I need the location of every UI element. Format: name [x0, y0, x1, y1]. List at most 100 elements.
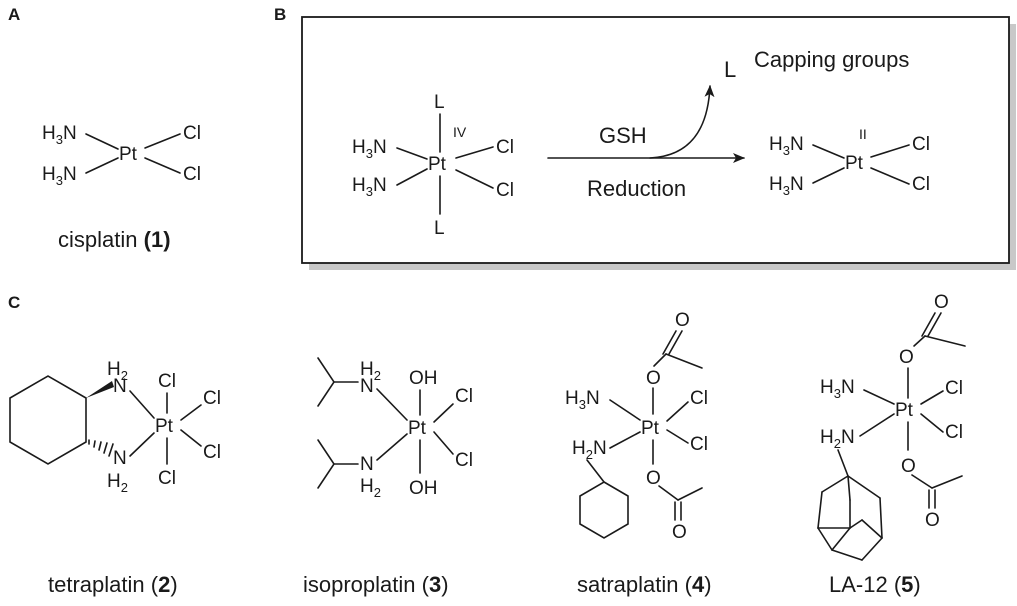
- bond: [837, 449, 849, 477]
- chloride-ligand: Cl: [455, 386, 473, 407]
- double-bond: [921, 312, 936, 337]
- bond: [931, 475, 963, 489]
- bond: [144, 133, 181, 149]
- carbonyl-oxygen: O: [672, 522, 687, 543]
- chloride-ligand: Cl: [496, 137, 514, 158]
- amine-hydrogens: H2: [360, 359, 381, 383]
- bond: [433, 431, 454, 455]
- ammine-ligand: H3N: [769, 174, 804, 198]
- bond: [455, 169, 494, 189]
- ammine-ligand: H3N: [565, 388, 600, 412]
- amine-nitrogen: N: [360, 376, 374, 397]
- amine-nitrogen: N: [360, 454, 374, 475]
- carbonyl-oxygen: O: [925, 510, 940, 531]
- chloride-ligand: Cl: [158, 468, 176, 489]
- amine-ligand: H2N: [572, 438, 607, 462]
- cyclohexyl-ring: [579, 481, 629, 539]
- hydroxide-ligand: OH: [409, 368, 438, 389]
- reagent-label: GSH: [599, 123, 647, 148]
- cyclohexane-ring: [9, 375, 87, 465]
- ammine-ligand: H3N: [820, 377, 855, 401]
- platinum-atom: Pt: [408, 418, 427, 439]
- bond: [376, 433, 408, 461]
- chloride-ligand: Cl: [203, 388, 221, 409]
- double-bond: [668, 330, 683, 355]
- double-bond: [662, 330, 677, 355]
- bond: [129, 432, 155, 457]
- pt-iv-complex: L IV H3N H3N Pt Cl Cl L: [352, 92, 514, 239]
- bond: [129, 390, 155, 419]
- platinum-atom: Pt: [895, 400, 914, 421]
- bond: [609, 431, 641, 449]
- bond: [920, 413, 944, 433]
- bond: [870, 167, 910, 185]
- carbonyl-oxygen: O: [675, 310, 690, 331]
- bond: [85, 157, 119, 174]
- panel-label-c: C: [8, 293, 20, 312]
- cisplatin-structure: H3N H3N Pt Cl Cl: [42, 123, 201, 188]
- tetraplatin-structure: H2 N N H2 Pt Cl Cl Cl Cl: [9, 359, 221, 495]
- bond: [455, 146, 494, 159]
- double-bond: [927, 312, 942, 337]
- bond: [870, 144, 910, 158]
- panel-label-b: B: [274, 5, 286, 24]
- bond: [665, 353, 703, 369]
- release-arrow: [649, 85, 715, 159]
- wedge-bond: [86, 381, 114, 398]
- bond: [653, 353, 667, 367]
- amine-nitrogen: N: [113, 448, 127, 469]
- isopropyl-group: [317, 439, 335, 489]
- bond: [180, 404, 202, 421]
- bond: [85, 133, 119, 150]
- ammine-ligand: H3N: [352, 175, 387, 199]
- amine-hydrogens: H2: [107, 359, 128, 383]
- bond: [433, 403, 454, 423]
- bond: [812, 144, 845, 159]
- chloride-ligand: Cl: [945, 378, 963, 399]
- adamantyl-cage: [817, 475, 883, 561]
- chloride-ligand: Cl: [183, 164, 201, 185]
- satraplatin-caption: satraplatin (4): [577, 572, 712, 597]
- amine-hydrogens: H2: [107, 471, 128, 495]
- bond: [666, 429, 689, 444]
- hash-bond: [88, 439, 114, 457]
- platinum-atom: Pt: [155, 416, 174, 437]
- bond: [677, 487, 703, 501]
- chloride-ligand: Cl: [158, 371, 176, 392]
- bond: [376, 388, 408, 421]
- bond: [144, 157, 181, 174]
- amine-hydrogens: H2: [360, 476, 381, 500]
- bond: [913, 335, 926, 347]
- la-12-caption: LA-12 (5): [829, 572, 921, 597]
- bond: [609, 399, 641, 421]
- bond: [859, 413, 895, 437]
- ammine-ligand: H3N: [352, 137, 387, 161]
- ammine-ligand: H3N: [42, 123, 77, 147]
- platinum-atom: Pt: [428, 154, 447, 175]
- axial-ligand: L: [434, 218, 445, 239]
- satraplatin-structure: O O H3N Pt Cl Cl H2N O O: [565, 310, 708, 543]
- capping-groups-label: Capping groups: [754, 47, 909, 72]
- bond: [180, 429, 202, 447]
- chloride-ligand: Cl: [203, 442, 221, 463]
- bond: [812, 167, 845, 184]
- ester-oxygen: O: [646, 468, 661, 489]
- amine-ligand: H2N: [820, 427, 855, 451]
- chloride-ligand: Cl: [690, 388, 708, 409]
- chloride-ligand: Cl: [912, 134, 930, 155]
- ester-oxygen: O: [646, 368, 661, 389]
- platinum-atom: Pt: [845, 153, 864, 174]
- platinum-atom: Pt: [641, 418, 660, 439]
- bond: [863, 389, 895, 405]
- ammine-ligand: H3N: [42, 164, 77, 188]
- released-ligand: L: [724, 57, 736, 82]
- cisplatin-caption: cisplatin (1): [58, 227, 171, 252]
- bond: [658, 485, 679, 501]
- pt-ii-complex: II H3N H3N Pt Cl Cl: [769, 126, 930, 198]
- tetraplatin-caption: tetraplatin (2): [48, 572, 178, 597]
- amine-nitrogen: N: [113, 376, 127, 397]
- bond: [911, 474, 933, 489]
- ester-oxygen: O: [901, 456, 916, 477]
- oxidation-state-ii: II: [859, 126, 867, 142]
